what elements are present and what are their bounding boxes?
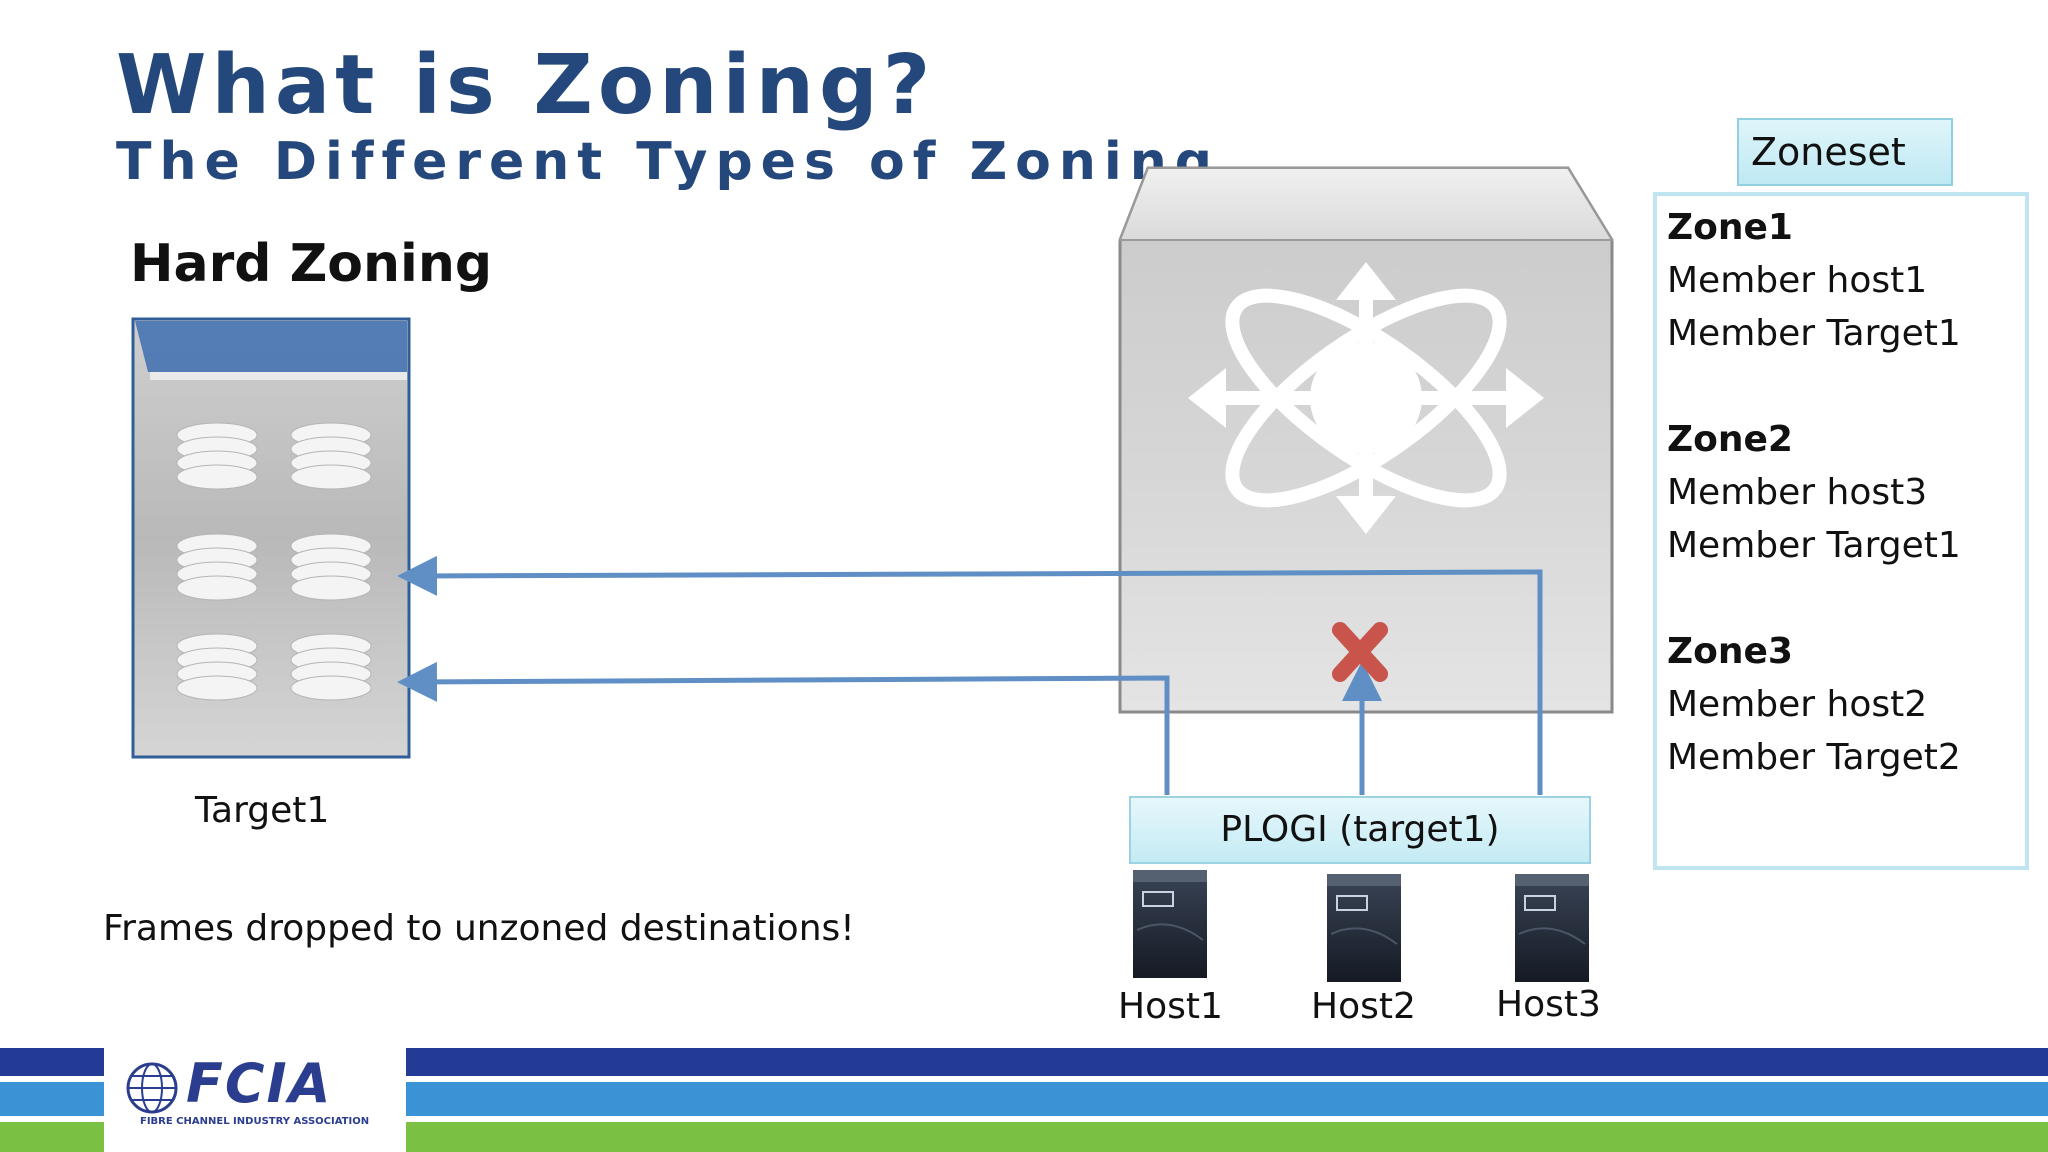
plogi-label: PLOGI (target1) [1129, 796, 1591, 864]
zone-member: Member host3 [1667, 472, 1928, 513]
slide-subtitle: The Different Types of Zoning [116, 132, 1220, 192]
zone-entry: Zone1 Member host1 Member Target1 [1667, 202, 1961, 360]
zone-member: Member host2 [1667, 684, 1928, 725]
caption-text: Frames dropped to unzoned destinations! [103, 908, 855, 949]
host3-label: Host3 [1496, 984, 1601, 1025]
target-label: Target1 [195, 790, 330, 831]
section-heading: Hard Zoning [130, 234, 493, 294]
host1-label: Host1 [1118, 986, 1223, 1027]
dropped-frame-x-icon [1332, 622, 1388, 682]
fabric-switch-icon [1118, 166, 1614, 714]
host1-to-target1-path [397, 661, 1170, 795]
zone-name: Zone2 [1667, 419, 1793, 460]
frame-paths [397, 555, 1543, 795]
server-icon [1515, 874, 1589, 982]
zoneset-panel [1653, 192, 2029, 870]
host2-label: Host2 [1311, 986, 1416, 1027]
slide-title: What is Zoning? [116, 38, 936, 133]
zoneset-tab: Zoneset [1737, 118, 1953, 186]
zone-member: Member host1 [1667, 260, 1928, 301]
server-icon [1133, 870, 1207, 978]
globe-icon [126, 1062, 178, 1114]
footer-band-gap [0, 1076, 2048, 1082]
zone-member: Member Target1 [1667, 313, 1961, 354]
zone-entry: Zone3 Member host2 Member Target2 [1667, 626, 1961, 784]
storage-array-icon [131, 317, 411, 759]
fcia-logo: FCIA FIBRE CHANNEL INDUSTRY ASSOCIATION [104, 1046, 406, 1152]
zone-name: Zone3 [1667, 631, 1793, 672]
zone-list: Zone1 Member host1 Member Target1 Zone2 … [1667, 202, 1961, 838]
host3-to-target1-path [397, 555, 1543, 795]
server-icon [1327, 874, 1401, 982]
zone-entry: Zone2 Member host3 Member Target1 [1667, 414, 1961, 572]
zone-name: Zone1 [1667, 207, 1793, 248]
zone-member: Member Target1 [1667, 525, 1961, 566]
zone-member: Member Target2 [1667, 737, 1961, 778]
logo-wordmark: FCIA [186, 1052, 333, 1115]
footer-band-gap [0, 1116, 2048, 1122]
logo-tagline: FIBRE CHANNEL INDUSTRY ASSOCIATION [140, 1116, 370, 1127]
